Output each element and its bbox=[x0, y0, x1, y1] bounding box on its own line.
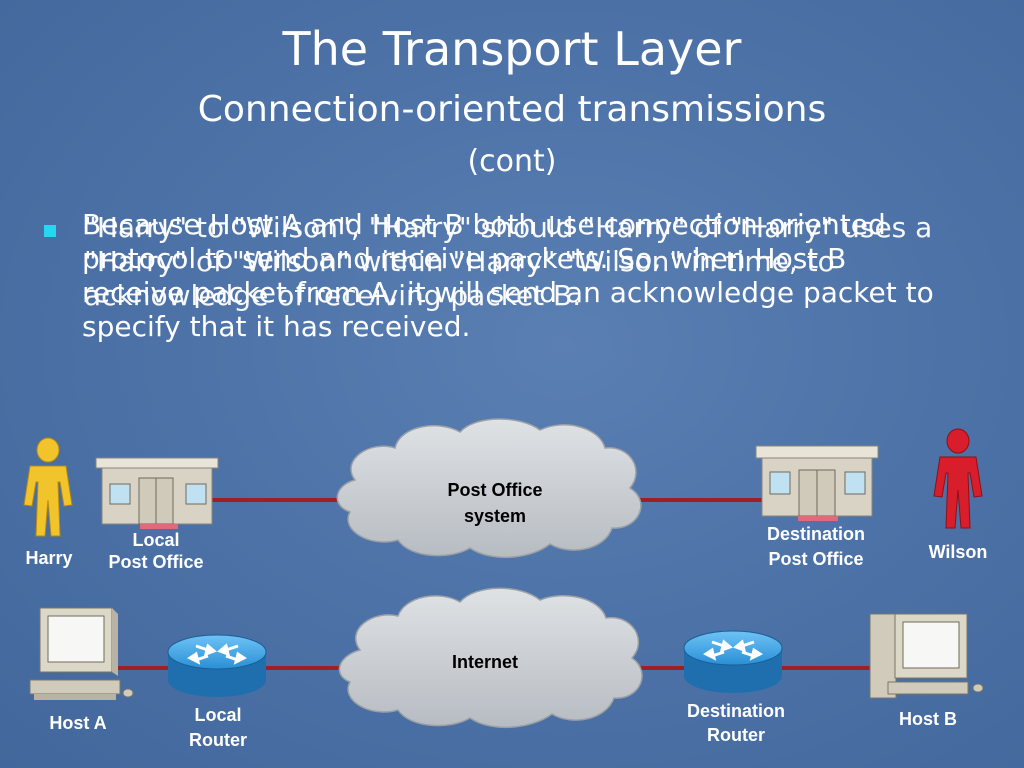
bullet-text-primary: Because Host A and Host B both use conne… bbox=[82, 208, 934, 343]
post-office-cloud-label-line1: Post Office bbox=[447, 480, 543, 500]
internet-cloud-label: Internet bbox=[451, 652, 518, 672]
post-office-cloud-label-line2: system bbox=[463, 506, 527, 526]
host-a-computer-icon bbox=[29, 607, 134, 700]
post-office-cloud-icon bbox=[336, 418, 642, 558]
harry-label: Harry bbox=[25, 548, 73, 568]
destination-post-office-label-line1: Destination bbox=[766, 524, 865, 544]
host-a-label: Host A bbox=[49, 713, 107, 733]
dest-router-label-line1: Destination bbox=[686, 701, 785, 721]
dest-router-label-line2: Router bbox=[707, 725, 765, 745]
destination-post-office-label-line2: Post Office bbox=[768, 549, 864, 569]
local-router-label-line1: Local bbox=[194, 705, 242, 725]
local-post-office-icon bbox=[95, 457, 219, 529]
internet-cloud-icon bbox=[338, 587, 643, 728]
bullet-text-overlay: "Harry" to "Wilson", "Harry" should "Har… bbox=[84, 211, 933, 312]
person-harry-icon bbox=[23, 437, 73, 537]
host-b-label: Host B bbox=[899, 709, 957, 729]
slide-title: The Transport Layer bbox=[282, 22, 742, 76]
wilson-label: Wilson bbox=[928, 542, 988, 562]
local-post-office-label-line2: Post Office bbox=[108, 552, 204, 572]
destination-router-icon bbox=[683, 630, 783, 693]
bullet-square-icon bbox=[44, 225, 56, 237]
local-post-office-label-line1: Local bbox=[132, 530, 180, 550]
destination-post-office-icon bbox=[755, 445, 879, 521]
slide-subtitle-cont: (cont) bbox=[467, 144, 557, 179]
slide-subtitle: Connection-oriented transmissions bbox=[197, 89, 827, 130]
host-b-computer-icon bbox=[869, 613, 984, 699]
local-router-icon bbox=[167, 634, 267, 697]
local-router-label-line2: Router bbox=[189, 730, 247, 750]
person-wilson-icon bbox=[933, 428, 983, 529]
